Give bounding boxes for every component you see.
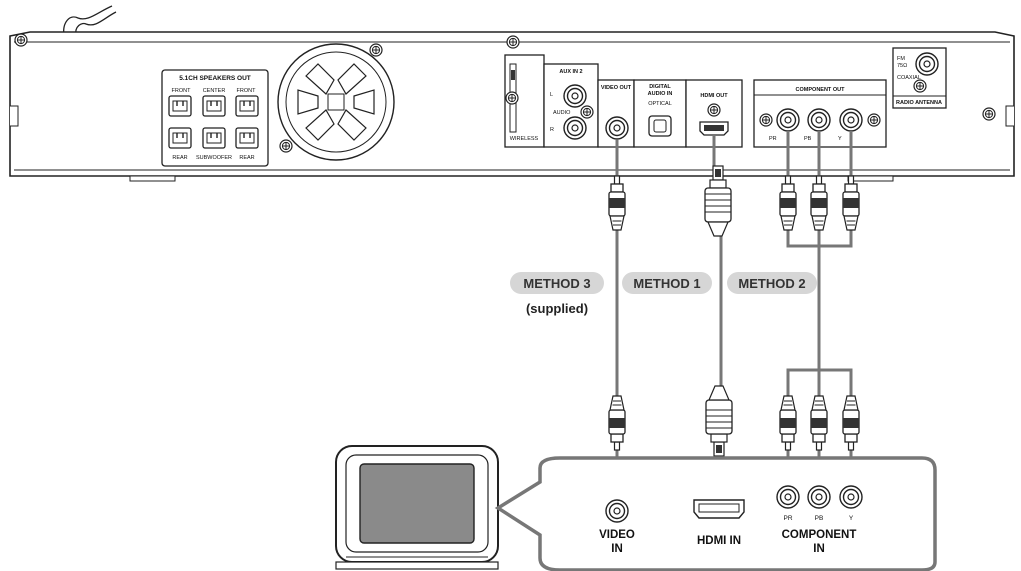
audio-in-label: AUDIO IN [648, 91, 673, 97]
cooling-fan [277, 43, 395, 161]
component-in-y-label: Y [849, 515, 854, 522]
method-2-text: METHOD 2 [738, 276, 805, 291]
television [335, 445, 499, 570]
subwoofer-label: SUBWOOFER [196, 155, 232, 161]
power-cord [63, 5, 113, 37]
speaker-terminal [235, 127, 259, 149]
video-out-label: VIDEO OUT [601, 85, 632, 91]
rear-left-label: REAR [172, 155, 187, 161]
cables [615, 131, 853, 500]
video-cable-plug-bottom [608, 395, 626, 451]
component-cable-plug-top [810, 175, 828, 231]
pb-label: PB [804, 136, 812, 142]
screw-icon [982, 107, 996, 121]
speakers-out-title: 5.1CH SPEAKERS OUT [179, 75, 251, 82]
component-out-label: COMPONENT OUT [796, 87, 846, 93]
center-label: CENTER [203, 88, 226, 94]
method-3-label: METHOD 3 (supplied) [510, 272, 604, 316]
wireless-label: WIRELESS [510, 136, 539, 142]
video-cable-plug-top [608, 175, 626, 231]
front-right-label: FRONT [237, 88, 257, 94]
method-3-text: METHOD 3 [523, 276, 590, 291]
hdmi-out-label: HDMI OUT [700, 93, 728, 99]
component-y-jack [839, 108, 863, 132]
front-left-label: FRONT [172, 88, 192, 94]
wireless-slot: WIRELESS [504, 54, 545, 148]
speaker-terminal [168, 95, 192, 117]
speaker-terminal [235, 95, 259, 117]
method-3-note: (supplied) [526, 301, 588, 316]
digital-label: DIGITAL [649, 84, 671, 90]
digital-audio-in-block: DIGITAL AUDIO IN OPTICAL [633, 79, 687, 148]
aux-in-block: AUX IN 2 L R AUDIO [543, 63, 599, 148]
video-out-block: VIDEO OUT [597, 79, 635, 148]
video-out-jack [605, 116, 629, 140]
fm-label: FM [897, 56, 905, 62]
component-in-pr-jack [776, 485, 800, 509]
video-in-jack [605, 499, 629, 523]
antenna-jack [915, 52, 939, 76]
hdmi-in-port [693, 499, 745, 519]
hdmi-cable-plug-bottom [705, 385, 733, 457]
aux-r-label: R [550, 127, 554, 133]
audio-label: AUDIO [553, 110, 571, 116]
radio-antenna-block: FM 75Ω COAXIAL RADIO ANTENNA [892, 47, 947, 109]
pr-label: PR [769, 136, 777, 142]
component-cable-plug-bottom [779, 395, 797, 451]
component-in-pr-label: PR [783, 515, 792, 522]
speakers-out-block: 5.1CH SPEAKERS OUT FRONT CENTER FRONT RE… [161, 69, 269, 167]
coaxial-label: COAXIAL [897, 75, 921, 81]
component-in-pb-label: PB [815, 515, 824, 522]
component-cable-plug-top [779, 175, 797, 231]
speaker-terminal [202, 95, 226, 117]
hdmi-in-label: HDMI IN [697, 535, 741, 547]
receiver-rear-panel: 5.1CH SPEAKERS OUT FRONT CENTER FRONT RE… [9, 5, 1015, 182]
component-in-label-1: COMPONENT [782, 529, 857, 541]
component-pr-jack [776, 108, 800, 132]
method-1-text: METHOD 1 [633, 276, 700, 291]
aux-in-label: AUX IN 2 [559, 69, 582, 75]
component-cable-plug-bottom [810, 395, 828, 451]
rear-right-label: REAR [239, 155, 254, 161]
screw-icon [506, 35, 520, 49]
ohm-label: 75Ω [897, 63, 907, 69]
optical-label: OPTICAL [648, 101, 672, 107]
speaker-terminal [202, 127, 226, 149]
method-2-label: METHOD 2 [727, 272, 817, 294]
method-1-label: METHOD 1 [622, 272, 712, 294]
video-in-label-2: IN [611, 543, 623, 555]
video-in-label-1: VIDEO [599, 529, 635, 541]
tv-input-panel: VIDEO IN HDMI IN PR PB Y COMPONENT IN [494, 456, 937, 571]
component-in-y-jack [839, 485, 863, 509]
aux-l-label: L [550, 92, 553, 98]
aux-left-jack [563, 84, 587, 108]
component-cable-plug-top [842, 175, 860, 231]
screw-icon [14, 33, 28, 47]
component-in-label-2: IN [813, 543, 825, 555]
component-in-pb-jack [807, 485, 831, 509]
aux-right-jack [563, 116, 587, 140]
radio-antenna-label: RADIO ANTENNA [896, 100, 942, 106]
component-pb-jack [807, 108, 831, 132]
speaker-terminal [168, 127, 192, 149]
component-cable-plug-bottom [842, 395, 860, 451]
y-label: Y [838, 136, 842, 142]
